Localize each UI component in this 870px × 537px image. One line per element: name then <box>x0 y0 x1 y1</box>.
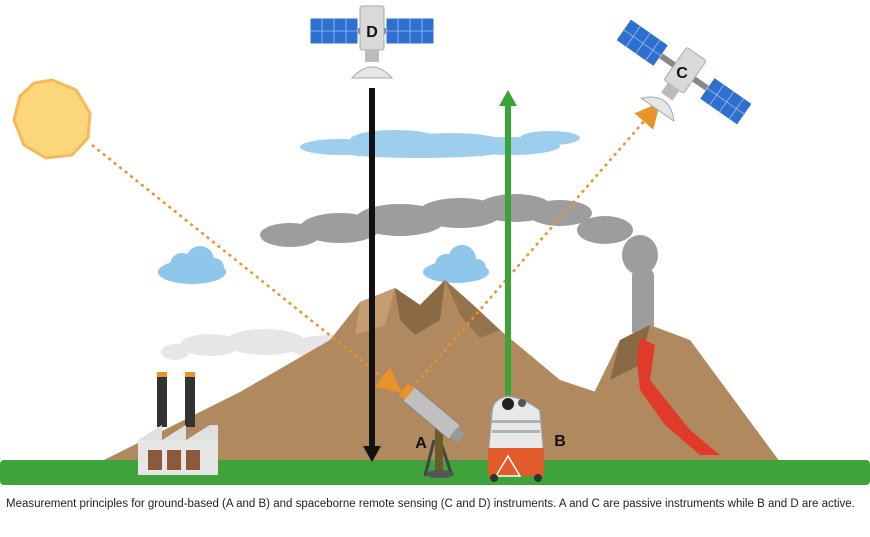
figure-caption: Measurement principles for ground-based … <box>6 498 855 510</box>
active-beam-b <box>499 90 517 402</box>
factory-icon <box>138 372 218 475</box>
label-b: B <box>554 433 566 450</box>
sunlight-path-down <box>91 144 402 393</box>
lidar-box-icon <box>487 395 545 482</box>
active-beam-d <box>363 88 381 462</box>
volcanic-plume <box>260 194 658 338</box>
cloud-blue-top <box>300 130 580 158</box>
cloud-middle <box>423 245 489 283</box>
satellite-icon <box>309 5 435 79</box>
label-d: D <box>366 24 378 41</box>
label-c: C <box>676 65 688 82</box>
label-a: A <box>415 435 427 452</box>
volcano <box>560 325 780 462</box>
remote-sensing-diagram: D C A <box>0 5 870 485</box>
cloud-left <box>158 246 226 284</box>
sun-icon <box>12 78 92 160</box>
sunlight-path-up <box>411 102 661 389</box>
satellite-icon <box>615 18 753 126</box>
telescope-icon <box>398 383 466 478</box>
